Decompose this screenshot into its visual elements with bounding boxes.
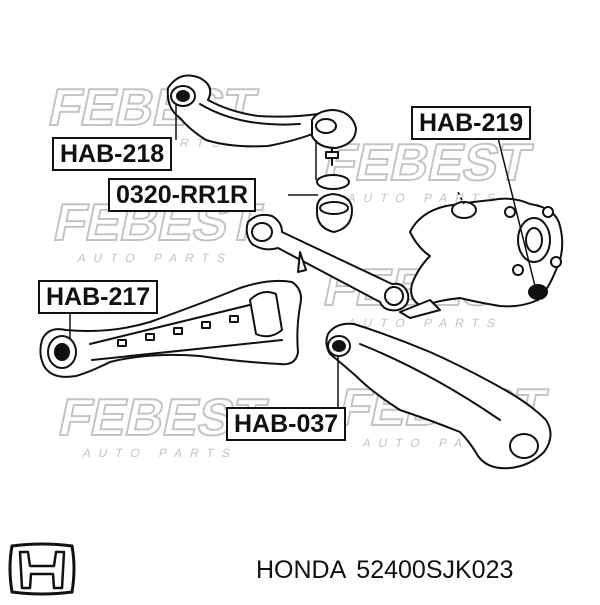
trailing-arm-part — [325, 322, 552, 470]
honda-h-logo-icon — [8, 542, 76, 596]
ball-joint-part — [311, 109, 357, 233]
control-rod-part — [245, 213, 410, 312]
leader-dashed — [457, 191, 465, 205]
watermark-3: FEBEST AUTO PARTS — [48, 193, 268, 265]
leader-lines — [69, 104, 537, 410]
watermark-tagline-3: AUTO PARTS — [76, 251, 234, 265]
label-hab-037: HAB-037 — [226, 407, 347, 441]
label-hab-218: HAB-218 — [52, 137, 173, 171]
footer-caption: HONDA 52400SJK023 — [256, 556, 513, 585]
watermark-brand-2: FEBEST — [319, 134, 537, 192]
label-hab-217: HAB-217 — [38, 280, 159, 314]
lower-arm-part — [39, 279, 302, 378]
footer-brand: HONDA — [256, 556, 347, 584]
leader-hab-219 — [497, 137, 537, 291]
watermark-tagline-5: AUTO PARTS — [81, 446, 239, 460]
label-hab-219: HAB-219 — [411, 106, 532, 140]
watermark-2: FEBEST AUTO PARTS — [318, 133, 538, 205]
footer-part-number: 52400SJK023 — [356, 556, 514, 584]
label-0320-rr1r: 0320-RR1R — [108, 178, 257, 212]
watermark-tagline-4: AUTO PARTS — [346, 316, 504, 330]
